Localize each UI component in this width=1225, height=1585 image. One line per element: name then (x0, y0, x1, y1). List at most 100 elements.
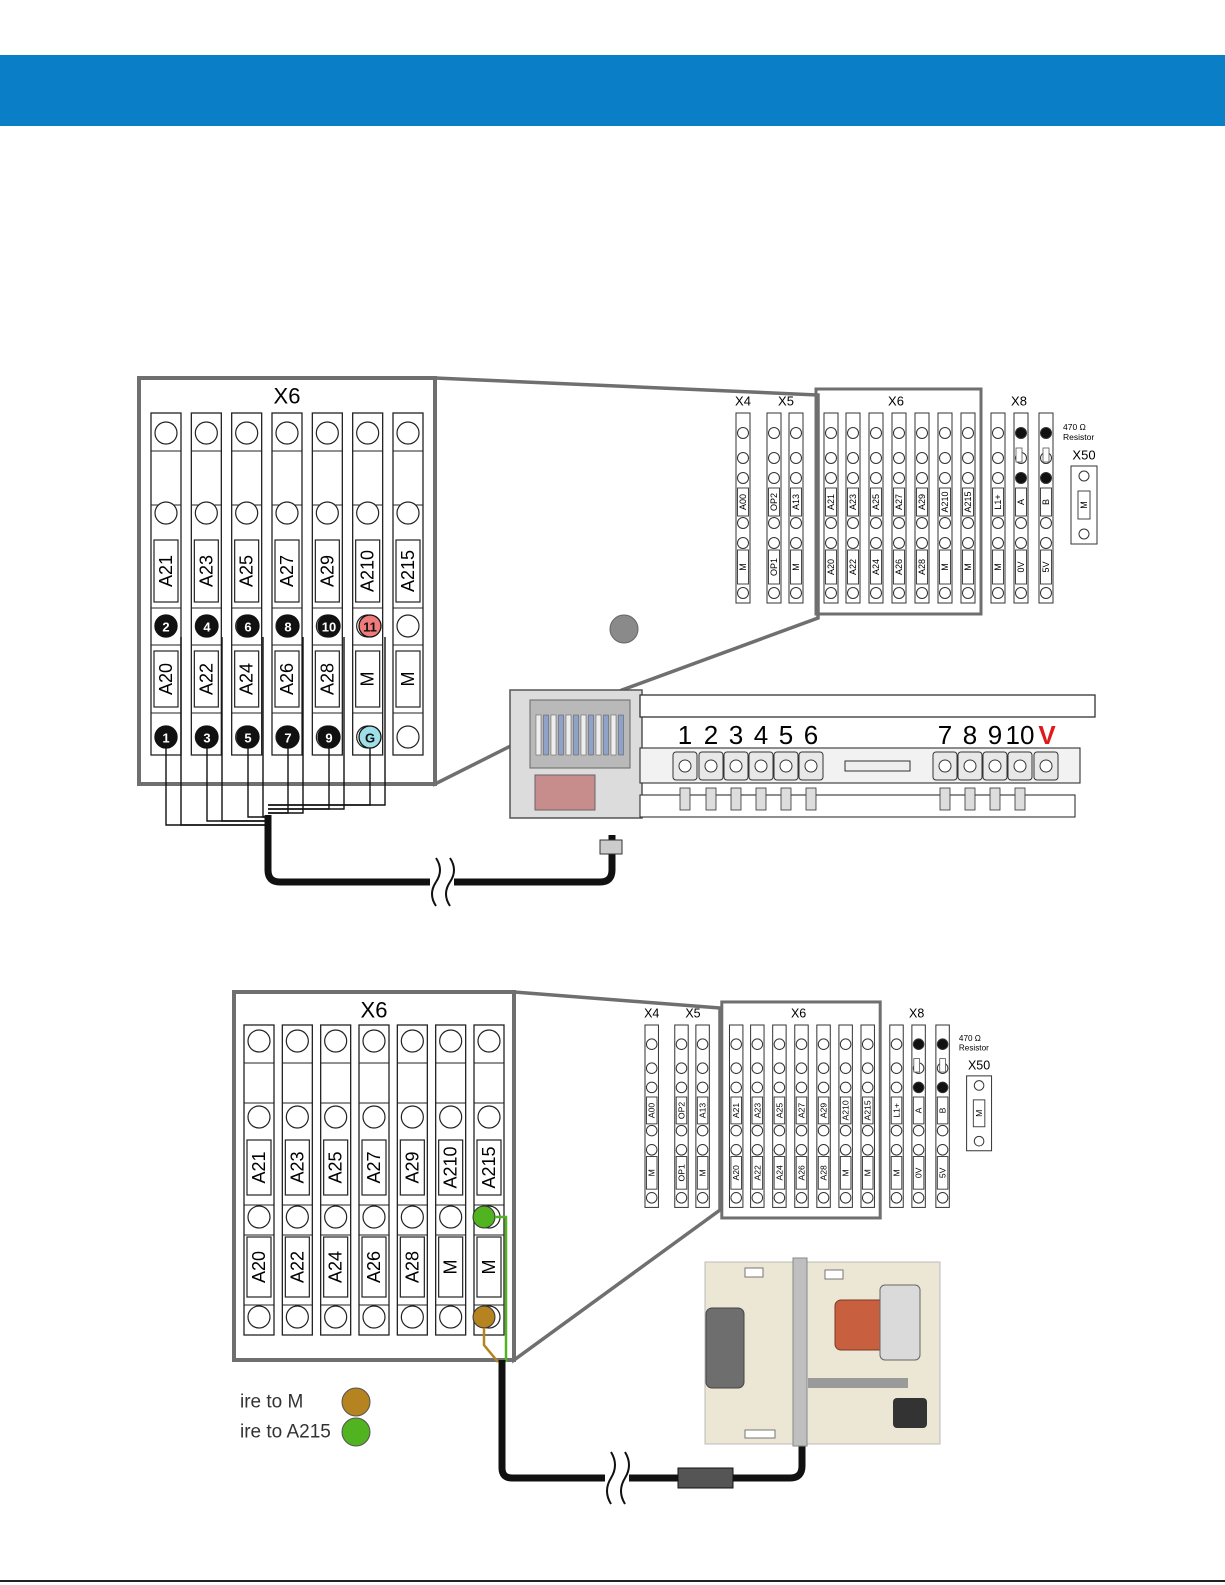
board-terminal (675, 1192, 688, 1204)
board-group-title: X5 (685, 1006, 700, 1020)
terminal-label: A27 (277, 555, 297, 587)
board-terminal (936, 1038, 949, 1050)
terminal-label: M (358, 672, 378, 687)
board-label: 5V (1041, 561, 1051, 572)
board-label: A26 (796, 1165, 806, 1181)
valve-coil (1013, 759, 1027, 773)
board-label-box (795, 1156, 808, 1190)
board-label-box (962, 487, 974, 517)
filter-housing (705, 1307, 745, 1389)
terminal-screw (285, 1305, 309, 1329)
terminal-screw (362, 1205, 386, 1229)
board-terminal (790, 537, 802, 549)
board-terminal (730, 1062, 742, 1074)
board-terminal (992, 587, 1004, 599)
terminal-number: 4 (203, 620, 211, 635)
label-box (314, 539, 340, 603)
board-terminal (825, 472, 837, 484)
terminal-screw (356, 421, 380, 445)
din-terminal (543, 714, 549, 756)
board-terminal (790, 472, 802, 484)
valve-number: 3 (729, 720, 743, 750)
board-terminal (893, 427, 905, 439)
board-terminal (790, 587, 802, 599)
terminal-screw (439, 1205, 463, 1229)
numbered-terminal (195, 614, 219, 638)
label-box (323, 1139, 349, 1196)
board-terminal (861, 1062, 874, 1074)
resistor-value: 470 Ω (959, 1034, 981, 1043)
x50-label: M (974, 1110, 984, 1117)
board-label: A25 (774, 1103, 784, 1119)
board-terminal (912, 1081, 925, 1094)
board-label-box (825, 487, 837, 517)
board-terminal (861, 1124, 874, 1137)
board-group-title: X6 (888, 394, 904, 409)
terminal-number: 11 (363, 620, 377, 635)
terminal-screw (324, 1305, 348, 1329)
label-box (246, 1139, 272, 1196)
valve-number: 6 (804, 720, 818, 750)
board-label: A23 (752, 1103, 762, 1119)
board-label: M (993, 563, 1003, 571)
board-label: M (963, 563, 973, 571)
label-box (476, 1236, 502, 1298)
terminal-label: A22 (196, 663, 216, 695)
board-terminal (696, 1038, 709, 1050)
board-terminal (1040, 517, 1052, 529)
valve-number: 1 (678, 720, 692, 750)
board-label-box (939, 487, 951, 517)
board-label: A20 (731, 1165, 741, 1181)
brown-wire (482, 1328, 499, 1363)
x50-terminal (1078, 528, 1090, 540)
board-terminal (861, 1144, 874, 1156)
board-terminal (768, 537, 780, 549)
board-terminal (992, 452, 1004, 464)
board-terminal (645, 1124, 658, 1137)
x50-label: M (1079, 501, 1089, 509)
signal-wire (180, 637, 268, 826)
terminal-number: 2 (162, 620, 169, 635)
terminal-label: A26 (277, 663, 297, 695)
valve-coil (729, 759, 743, 773)
terminal-screw (194, 421, 218, 445)
pipe (808, 1378, 908, 1388)
hose-barb (780, 787, 792, 811)
terminal-screw (439, 1029, 463, 1053)
board-label-box (790, 549, 802, 585)
board-label-box (992, 549, 1004, 585)
x50-label-box (972, 1099, 986, 1128)
board-label: M (940, 563, 950, 571)
terminal-screw (477, 1029, 501, 1053)
board-terminal (1040, 587, 1052, 599)
board-label-box (675, 1156, 688, 1190)
board-label-box (1015, 487, 1027, 517)
zoom-title: X6 (361, 998, 388, 1023)
board-label: M (841, 1169, 851, 1176)
terminal-screw (315, 501, 339, 525)
board-label: A21 (731, 1103, 741, 1119)
board-label-box (890, 1156, 903, 1190)
board-group-title: X4 (644, 1006, 659, 1020)
terminal-number: 1 (162, 731, 169, 746)
board-terminal (992, 427, 1004, 439)
lower-colored-wires (472, 1205, 806, 1505)
board-terminal (890, 1081, 903, 1094)
board-terminal (795, 1062, 808, 1074)
board-terminal (962, 427, 974, 439)
board-terminal (890, 1144, 903, 1156)
board-terminal (992, 537, 1004, 549)
terminal-label: A23 (287, 1151, 307, 1183)
panel-tag (824, 1269, 844, 1280)
terminal-screw (400, 1105, 424, 1129)
label-box (234, 650, 260, 708)
